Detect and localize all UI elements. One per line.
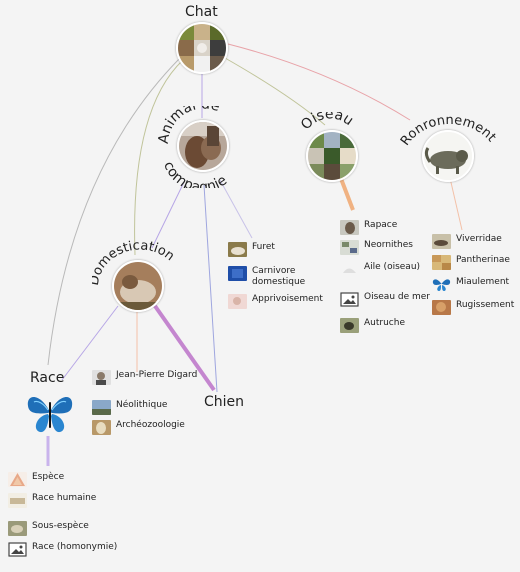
- list-item-label: Néolithique: [116, 400, 168, 410]
- neornithes-thumbnail: [340, 240, 359, 255]
- list-item-label: Furet: [252, 242, 275, 252]
- pantherinae-thumbnail: [432, 255, 451, 270]
- list-item[interactable]: Autruche: [340, 318, 450, 333]
- node-ronronnement-image: [422, 130, 474, 182]
- neolithique-thumbnail: [92, 400, 111, 415]
- node-domestication-image: [112, 260, 164, 312]
- list-item-label: Aile (oiseau): [364, 262, 421, 272]
- edge-chat-oiseau: [224, 57, 326, 126]
- carnivore-thumbnail: [228, 266, 247, 281]
- list-item[interactable]: Pantherinae: [432, 255, 520, 270]
- list-item[interactable]: Rapace: [340, 220, 450, 235]
- sous-espece-thumbnail: [8, 521, 27, 536]
- list-item-label: Archéozoologie: [116, 420, 185, 430]
- node-oiseau-curved-title: Oiseau: [300, 112, 356, 133]
- node-chat[interactable]: Chat: [170, 4, 234, 74]
- node-chien[interactable]: Chien: [204, 394, 245, 410]
- node-oiseau[interactable]: Oiseau: [300, 112, 360, 182]
- list-item[interactable]: Neornithes: [340, 240, 450, 255]
- list-item-label: Oiseau de mer: [364, 292, 431, 302]
- apprivoisement-thumbnail: [228, 294, 247, 309]
- list-item[interactable]: Race (homonymie): [8, 542, 118, 557]
- list-item-label: Jean-Pierre Digard: [116, 370, 198, 380]
- rapace-thumbnail: [340, 220, 359, 235]
- aile-thumbnail: [340, 262, 359, 277]
- list-item[interactable]: Oiseau de mer: [340, 292, 450, 307]
- list-item[interactable]: Furet: [228, 242, 338, 257]
- list-item-label: Carnivore domestique: [252, 266, 306, 287]
- list-item-label: Viverridae: [456, 234, 502, 244]
- list-item[interactable]: Carnivore domestique: [228, 266, 338, 288]
- list-item[interactable]: Sous-espèce: [8, 521, 118, 536]
- image-placeholder-icon: [340, 292, 359, 307]
- image-placeholder-icon: [8, 542, 27, 557]
- list-item-label: Espèce: [32, 472, 65, 482]
- node-oiseau-image: [306, 130, 358, 182]
- edge-oiseau-list: [338, 175, 355, 211]
- node-chat-title: Chat: [185, 4, 218, 20]
- edge-domestication-chien: [153, 304, 216, 392]
- furet-thumbnail: [228, 242, 247, 257]
- node-animal-de-compagnie[interactable]: Animal de compagnie: [158, 106, 248, 188]
- list-item-label: Pantherinae: [456, 255, 510, 265]
- espece-thumbnail: [8, 472, 27, 487]
- viverridae-thumbnail: [432, 234, 451, 249]
- list-item[interactable]: Rugissement: [432, 300, 520, 315]
- race-humaine-thumbnail: [8, 493, 27, 508]
- list-item[interactable]: Jean-Pierre Digard: [92, 370, 202, 385]
- list-item-label: Autruche: [364, 318, 405, 328]
- node-ronronnement[interactable]: Ronronnement: [400, 104, 500, 184]
- edge-animal-chien: [203, 184, 218, 393]
- node-race[interactable]: Race: [24, 370, 76, 440]
- list-item-label: Rapace: [364, 220, 398, 230]
- list-item[interactable]: Miaulement: [432, 277, 520, 292]
- node-domestication[interactable]: Domestication: [92, 238, 182, 314]
- list-item[interactable]: Apprivoisement: [228, 294, 338, 309]
- edge-ronronnement-list: [449, 177, 463, 231]
- autruche-thumbnail: [340, 318, 359, 333]
- rugissement-thumbnail: [432, 300, 451, 315]
- list-item-label: Rugissement: [456, 300, 515, 310]
- digard-thumbnail: [92, 370, 111, 385]
- list-item-label: Miaulement: [456, 277, 510, 287]
- node-chat-image: [176, 22, 228, 74]
- edge-chat-ronronnement: [227, 43, 411, 121]
- edge-animal-domestication: [151, 179, 186, 249]
- edge-animal-list: [219, 179, 253, 239]
- list-item[interactable]: Aile (oiseau): [340, 262, 450, 277]
- butterfly-image: [27, 396, 73, 433]
- list-item-label: Race humaine: [32, 493, 97, 503]
- edge-chat-domestication: [134, 59, 184, 256]
- node-animal-image: [177, 120, 229, 172]
- butterfly-thumbnail: [432, 277, 451, 292]
- list-item-label: Race (homonymie): [32, 542, 118, 552]
- list-item-label: Sous-espèce: [32, 521, 89, 531]
- list-item[interactable]: Viverridae: [432, 234, 520, 249]
- node-race-title: Race: [30, 370, 65, 386]
- list-item[interactable]: Archéozoologie: [92, 420, 202, 435]
- list-item[interactable]: Espèce: [8, 472, 118, 487]
- list-item-label: Apprivoisement: [252, 294, 323, 304]
- list-item[interactable]: Néolithique: [92, 400, 202, 415]
- list-item[interactable]: Race humaine: [8, 493, 118, 508]
- edge-chat-race: [47, 57, 181, 366]
- edge-domestication-race: [61, 305, 119, 381]
- list-item-label: Neornithes: [364, 240, 413, 250]
- archeozoologie-thumbnail: [92, 420, 111, 435]
